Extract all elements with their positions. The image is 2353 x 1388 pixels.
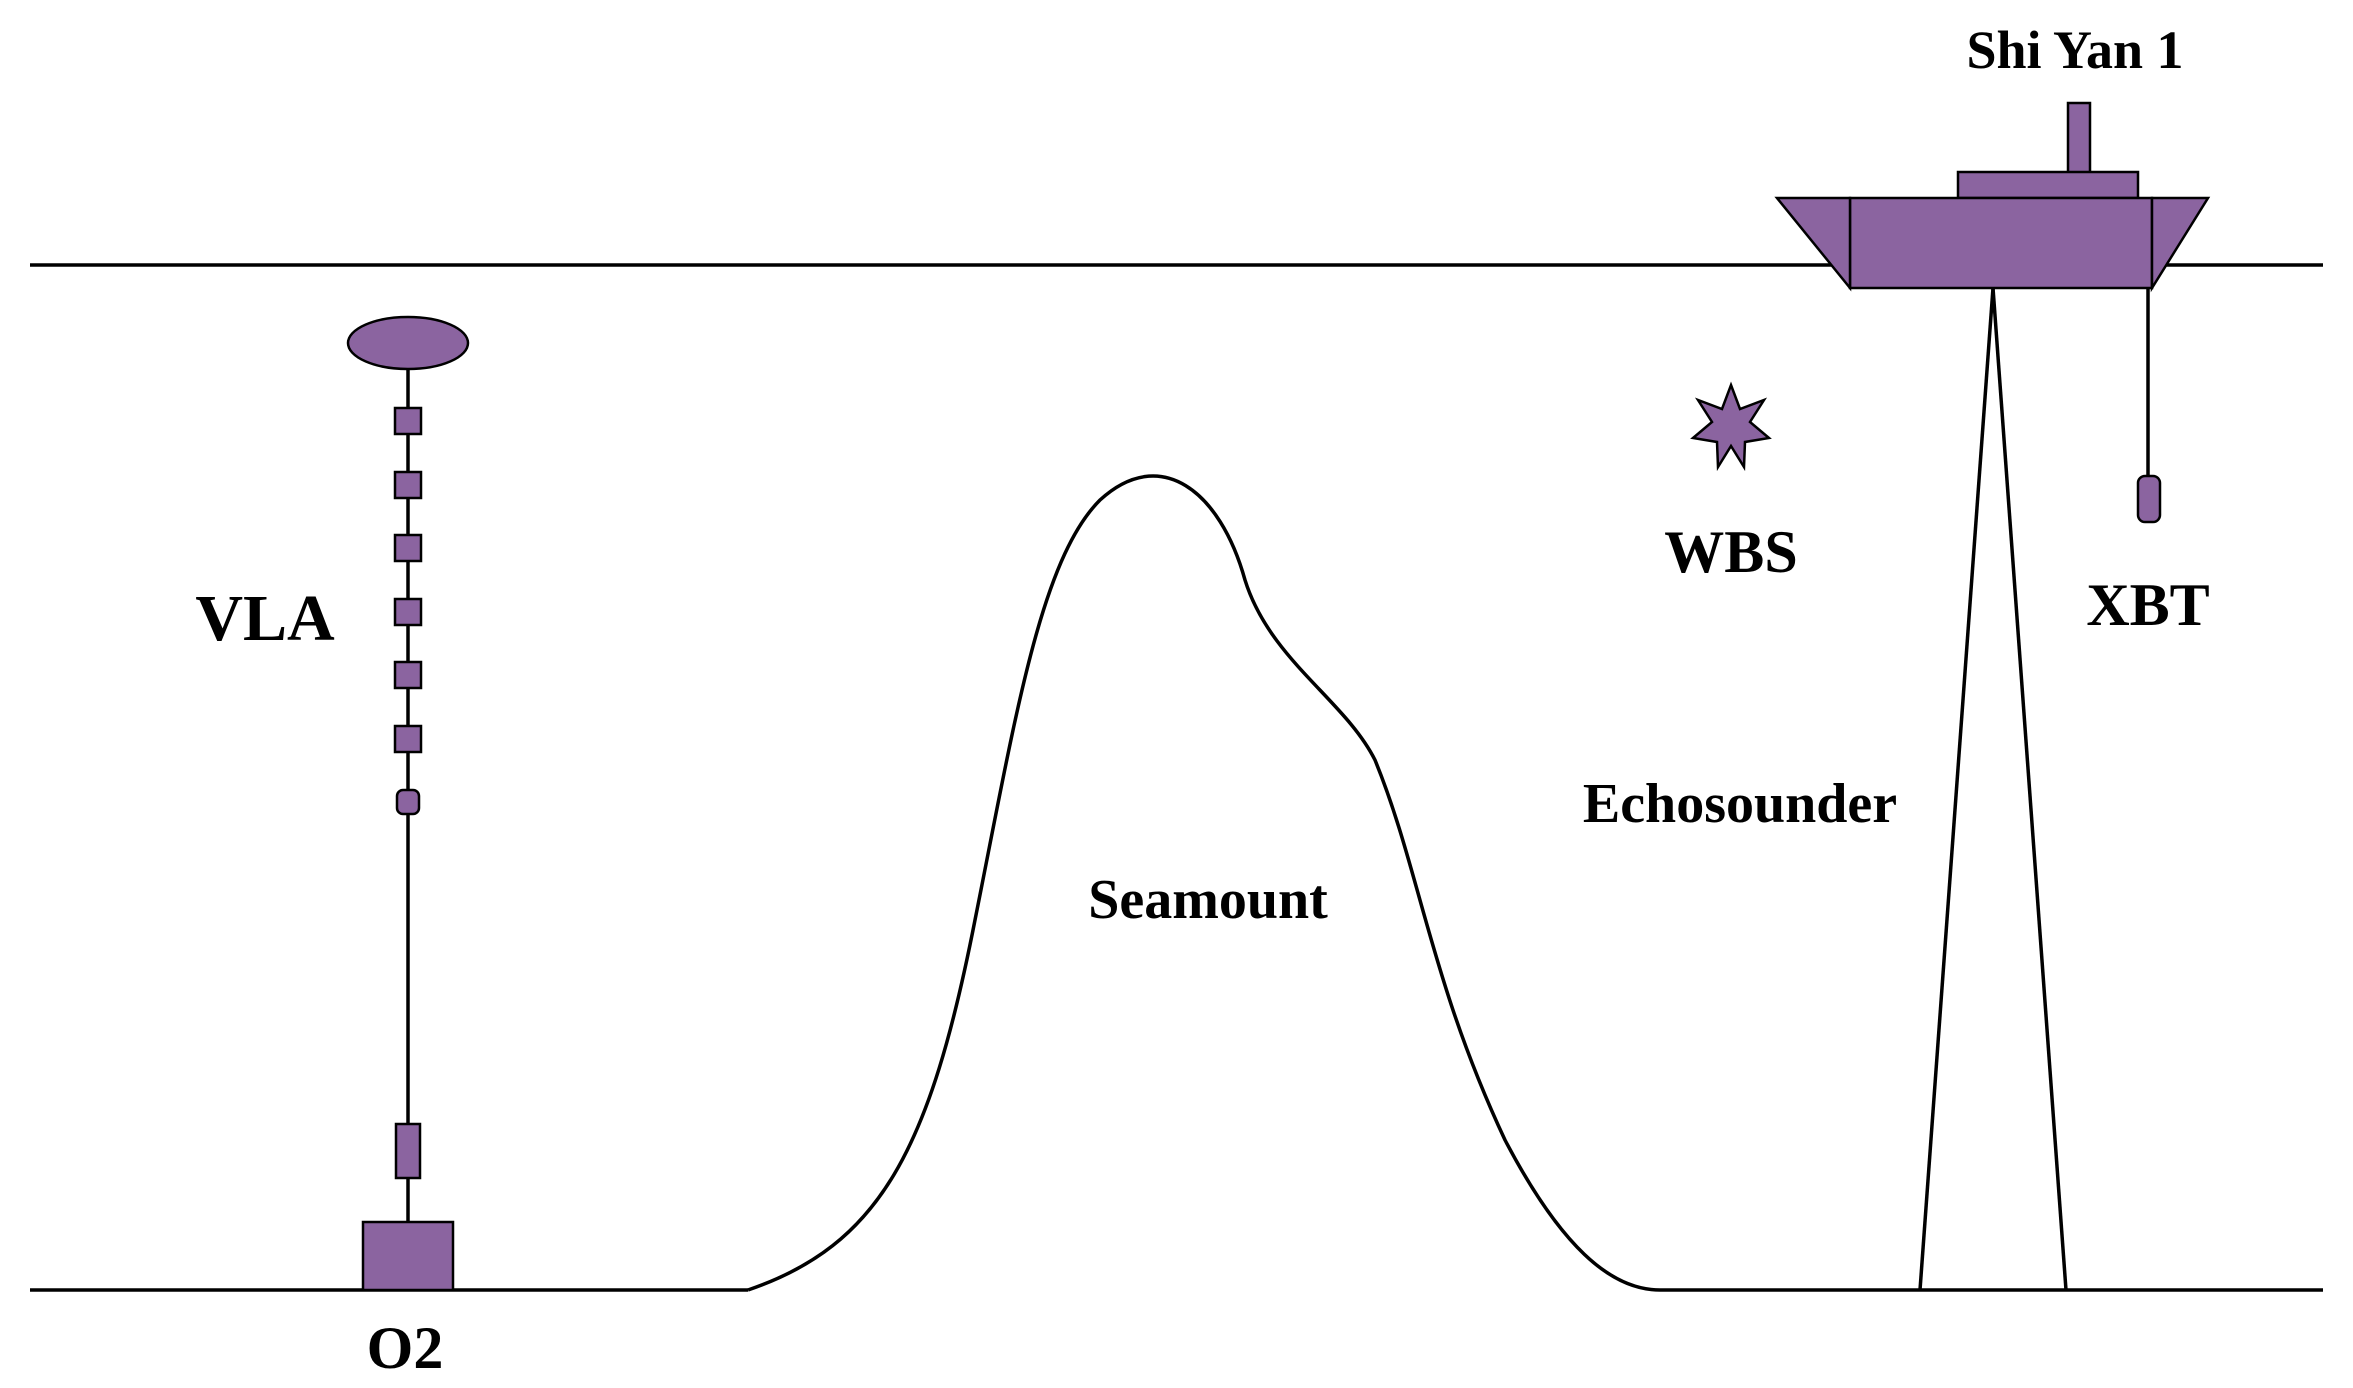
hydrophone bbox=[393, 470, 423, 500]
ship-label: Shi Yan 1 bbox=[1966, 20, 2183, 80]
seamount-label: Seamount bbox=[1088, 869, 1328, 931]
echosounder-label: Echosounder bbox=[1583, 773, 1897, 835]
beam-left-edge bbox=[1918, 287, 1995, 1291]
station-label: O2 bbox=[367, 1315, 444, 1381]
hydrophone bbox=[395, 788, 421, 816]
hydrophone bbox=[393, 660, 423, 690]
hydrophone bbox=[393, 724, 423, 754]
ship-icon bbox=[1774, 101, 2211, 293]
star-burst-icon bbox=[1690, 381, 1772, 472]
buoy-icon bbox=[346, 315, 470, 371]
xbt-probe bbox=[2136, 288, 2162, 524]
wbs-label: WBS bbox=[1664, 519, 1797, 585]
vla-mooring bbox=[346, 315, 470, 1292]
echosounder-beam bbox=[1918, 287, 2068, 1291]
seamount-profile bbox=[747, 474, 1661, 1292]
hydrophone bbox=[393, 533, 423, 563]
beam-right-edge bbox=[1991, 287, 2068, 1291]
ship-mast bbox=[2066, 101, 2092, 175]
hydrophone bbox=[393, 597, 423, 627]
acoustic-release bbox=[394, 1122, 422, 1180]
ship-hull bbox=[1848, 196, 2154, 290]
ship-stern bbox=[2150, 196, 2211, 293]
vla-label: VLA bbox=[195, 582, 335, 655]
hydrophone bbox=[393, 406, 423, 436]
probe-icon bbox=[2136, 474, 2162, 524]
ship-bow bbox=[1774, 196, 1852, 292]
ship-cabin bbox=[1956, 170, 2140, 200]
hydrophones bbox=[393, 406, 423, 816]
anchor-block-icon bbox=[361, 1220, 455, 1292]
xbt-label: XBT bbox=[2086, 572, 2209, 638]
